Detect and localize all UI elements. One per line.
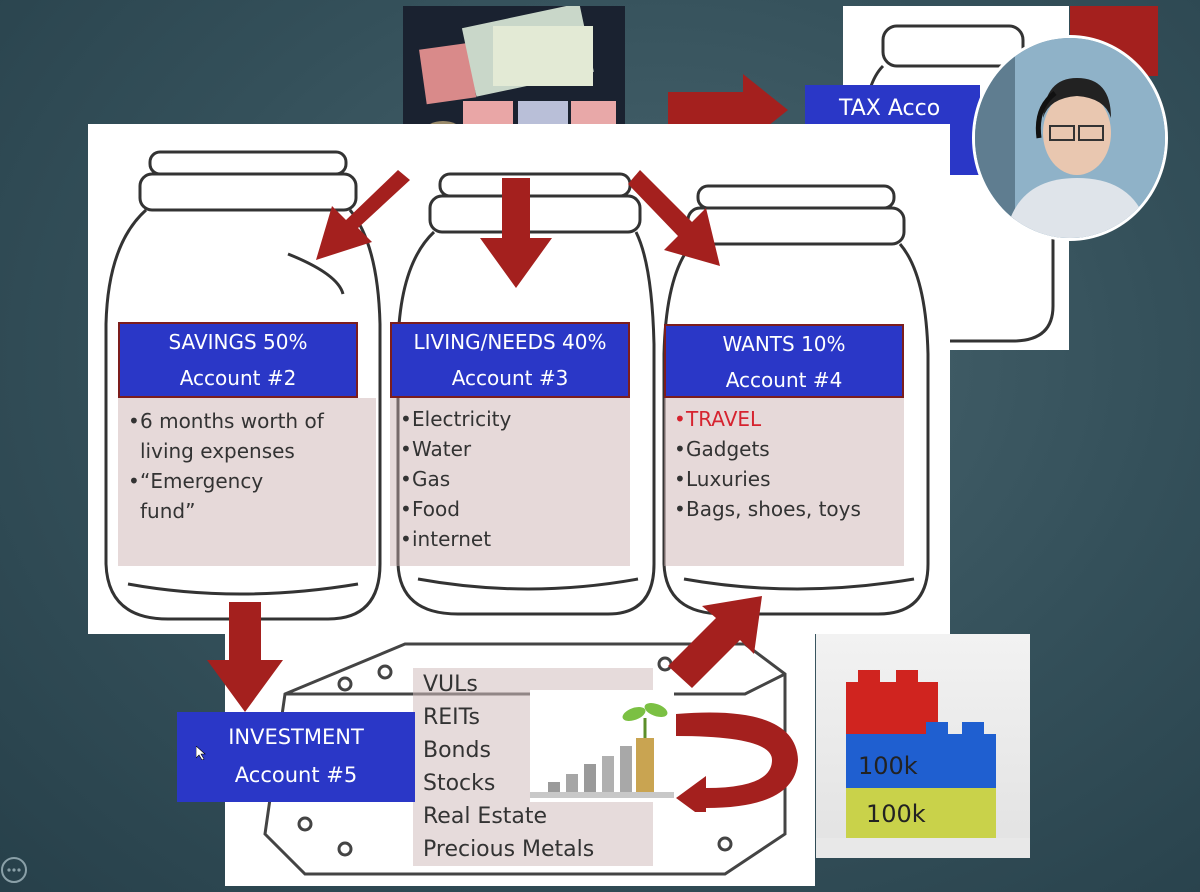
list-item: VULs [423, 672, 478, 697]
more-options-icon [7, 868, 21, 872]
living-bullets: Electricity Water Gas Food internet [390, 398, 630, 566]
list-item: Precious Metals [423, 837, 595, 862]
investment-account-label: INVESTMENT Account #5 [177, 712, 415, 802]
wants-account: Account #4 [725, 368, 843, 392]
jars-drawing [104, 150, 930, 621]
list-item: REITs [423, 705, 480, 730]
investment-line1: INVESTMENT [228, 725, 364, 749]
arrow-to-investment [207, 602, 283, 712]
list-item: Food [400, 494, 622, 524]
wants-bullets: TRAVEL Gadgets Luxuries Bags, shoes, toy… [664, 398, 904, 566]
list-item: Luxuries [674, 464, 896, 494]
lego-block-label-top: 100k [858, 752, 918, 780]
list-item: 6 months worth of living expenses [128, 406, 368, 466]
mouse-cursor-icon [196, 746, 206, 760]
list-item: internet [400, 524, 622, 554]
wants-label: WANTS 10% Account #4 [664, 324, 904, 398]
arrow-to-savings [316, 170, 410, 260]
arrow-to-wants [628, 170, 720, 266]
arrow-back-to-wants [668, 596, 762, 688]
tax-line1: TAX Acco [839, 96, 941, 121]
list-item: Bonds [423, 738, 491, 763]
coins-plant-image [530, 690, 674, 802]
list-item: Stocks [423, 771, 496, 796]
savings-bullets: 6 months worth of living expenses “Emerg… [118, 398, 376, 566]
lego-block-label-bottom: 100k [866, 800, 926, 828]
arrow-to-living [480, 178, 552, 288]
list-item: TRAVEL [674, 404, 896, 434]
list-item: Water [400, 434, 622, 464]
wants-title: WANTS 10% [722, 332, 846, 356]
living-label: LIVING/NEEDS 40% Account #3 [390, 322, 630, 398]
living-title: LIVING/NEEDS 40% [413, 330, 607, 354]
list-item: Bags, shoes, toys [674, 494, 896, 524]
savings-label: SAVINGS 50% Account #2 [118, 322, 358, 398]
investment-line2: Account #5 [234, 763, 358, 787]
jars-panel-top [625, 130, 665, 170]
presenter-webcam [972, 35, 1168, 241]
more-options-button[interactable] [1, 857, 27, 883]
list-item: Gadgets [674, 434, 896, 464]
list-item: Electricity [400, 404, 622, 434]
lego-blocks-image [816, 634, 1030, 858]
list-item: Real Estate [423, 804, 548, 829]
savings-title: SAVINGS 50% [168, 330, 308, 354]
savings-account: Account #2 [179, 366, 297, 390]
living-account: Account #3 [451, 366, 569, 390]
list-item: “Emergency fund” [128, 466, 290, 526]
compound-loop-arrow [676, 712, 798, 812]
list-item: Gas [400, 464, 622, 494]
